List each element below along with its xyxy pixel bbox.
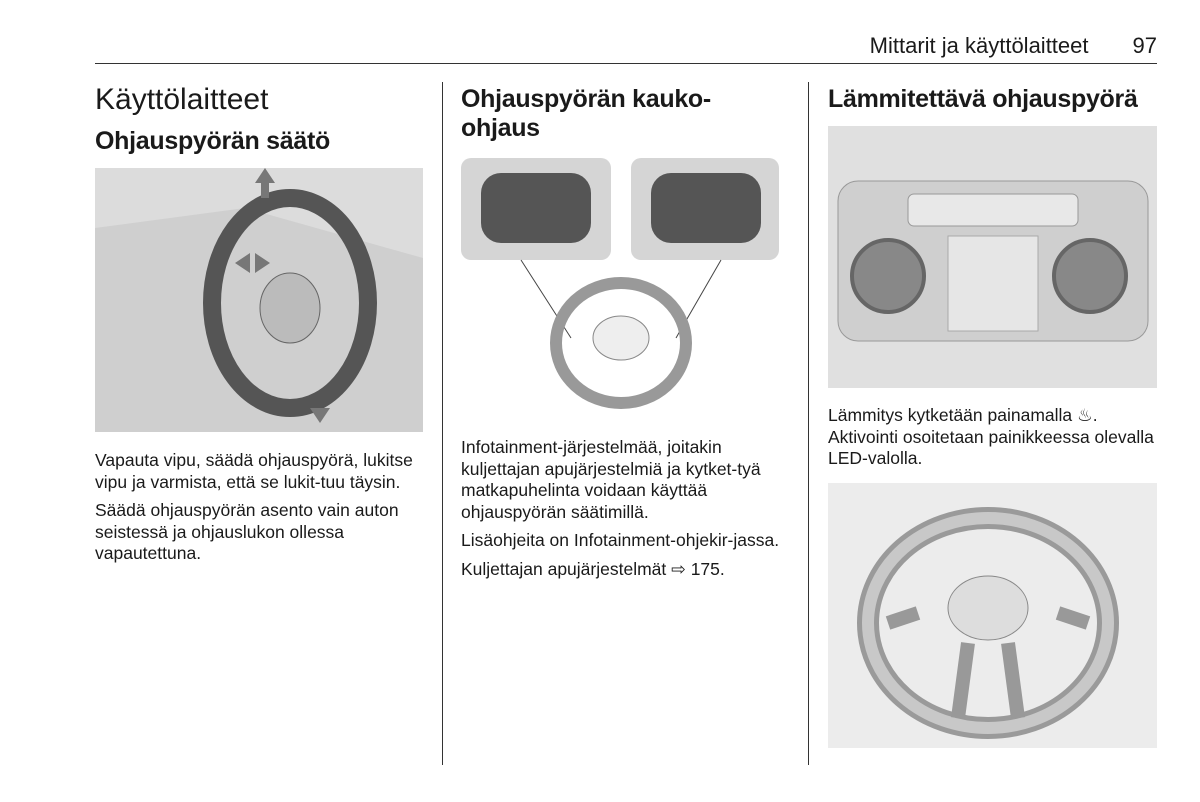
text: . [1092, 405, 1098, 425]
climate-panel-illustration [828, 126, 1157, 388]
heated-steering-wheel-icon: ♨ [1077, 405, 1093, 425]
paragraph: Lisäohjeita on Infotainment-ohjekir-jass… [461, 530, 780, 550]
text: Aktivointi osoitetaan painikkeessa oleva… [828, 426, 1154, 469]
cross-reference[interactable]: Kuljettajan apujärjestelmät ⇨ 175. [461, 558, 725, 579]
section-heading: Ohjauspyörän säätö [95, 127, 330, 155]
section-heading: Ohjauspyörän kauko-ohjaus [461, 85, 711, 142]
chapter-title: Käyttölaitteet [95, 83, 269, 116]
column-divider [808, 82, 809, 765]
xref-page[interactable]: 175 [690, 558, 720, 579]
header-rule [95, 63, 1157, 64]
paragraph: Infotainment-järjestelmää, joitakin kulj… [461, 437, 761, 522]
paragraph: Säädä ohjauspyörän asento vain auton sei… [95, 500, 399, 563]
xref-text: Kuljettajan apujärjestelmät [461, 558, 667, 579]
column-2: Ohjauspyörän kauko-ohjaus Infotainment-j… [461, 83, 781, 587]
page-number: 97 [1132, 33, 1157, 58]
text: Lämmitys kytketään painamalla [828, 405, 1073, 425]
column-divider [442, 82, 443, 765]
paragraph: Vapauta vipu, säädä ohjauspyörä, lukitse… [95, 450, 413, 492]
arrow-icon: ⇨ [671, 558, 686, 579]
heated-steering-wheel-illustration [828, 482, 1157, 748]
section-heading: Lämmitettävä ohjauspyörä [828, 85, 1138, 113]
remote-control-illustration [461, 158, 779, 414]
steering-adjustment-illustration [95, 168, 423, 432]
column-1: Käyttölaitteet Ohjauspyörän säätö Vapaut… [95, 83, 425, 572]
section-title: Mittarit ja käyttölaitteet [869, 33, 1089, 58]
column-3: Lämmitettävä ohjauspyörä Lämmitys kytket… [828, 83, 1158, 748]
running-header: Mittarit ja käyttölaitteet 97 [870, 33, 1157, 59]
paragraph: Lämmitys kytketään painamalla ♨.Aktivoin… [828, 405, 1158, 470]
